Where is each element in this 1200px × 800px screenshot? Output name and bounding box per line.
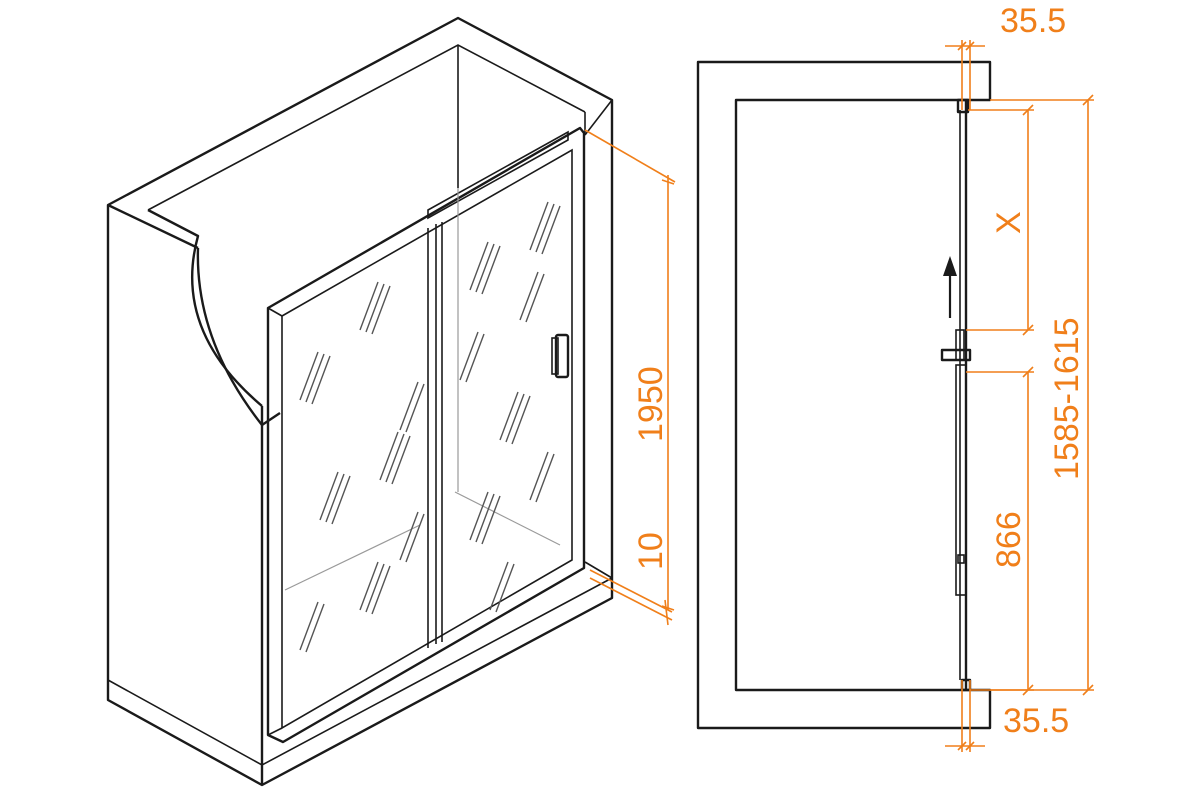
overall-range-label: 1585-1615 <box>1048 317 1086 480</box>
height-total-label: 1950 <box>632 366 670 442</box>
threshold-label: 10 <box>632 532 670 570</box>
handle-gap-label: X <box>990 211 1028 234</box>
dimension-x <box>966 104 1034 336</box>
dimension-wall-top <box>945 40 985 110</box>
wall-bottom-label: 35.5 <box>1003 702 1069 740</box>
isometric-view: 1950 10 <box>106 16 676 787</box>
wall-top-label: 35.5 <box>1000 2 1066 40</box>
dimension-866 <box>966 366 1034 696</box>
dimension-threshold <box>589 577 673 626</box>
handle-height-label: 866 <box>990 511 1028 568</box>
glass-hatching <box>299 201 561 653</box>
dimension-height <box>584 129 676 613</box>
dimension-wall-bottom <box>945 680 985 752</box>
dimension-overall <box>990 94 1094 696</box>
plan-view: 35.5 35.5 X 866 <box>696 2 1094 752</box>
arrow-up-icon <box>943 256 957 318</box>
